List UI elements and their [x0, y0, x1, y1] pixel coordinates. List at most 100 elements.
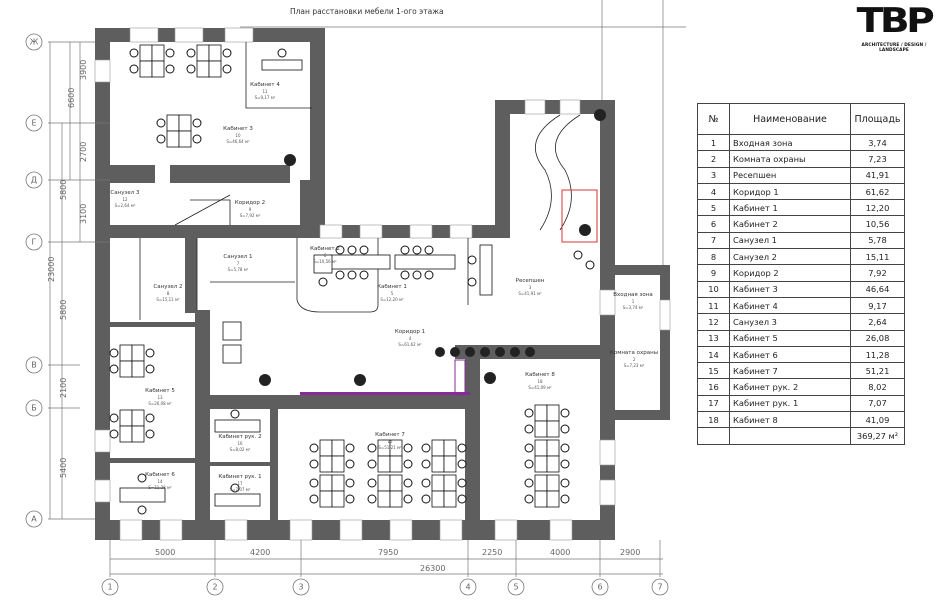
desk — [377, 455, 391, 473]
chair — [524, 443, 534, 453]
chair — [309, 494, 319, 504]
row-name: Санузел 2 — [729, 248, 851, 266]
plant-icon — [284, 154, 296, 166]
desk — [534, 455, 548, 473]
row-number: 12 — [697, 313, 730, 331]
room-name: Кабинет 6 — [145, 472, 175, 478]
window — [494, 519, 518, 541]
room-label: Санузел 17S=5,78 м² — [223, 254, 252, 272]
desk — [534, 420, 548, 438]
chair — [230, 483, 240, 493]
empty-cell — [729, 427, 851, 445]
window — [319, 224, 343, 239]
left-dimension-labels: 3900 6600 2700 5800 3100 23000 5800 2100… — [47, 60, 88, 478]
desk — [131, 360, 145, 378]
dim-label: 2700 — [79, 142, 88, 162]
chair — [524, 494, 534, 504]
desk — [119, 409, 133, 427]
chair — [192, 134, 202, 144]
chair — [109, 348, 119, 358]
desk — [131, 344, 145, 362]
plant-icon — [579, 224, 591, 236]
chair — [345, 494, 355, 504]
desk — [389, 474, 403, 492]
axis-label: 4 — [465, 583, 470, 592]
chair — [129, 64, 139, 74]
desk — [389, 455, 403, 473]
chair — [421, 494, 431, 504]
room-label: Коридор 29S=7,92 м² — [235, 200, 265, 218]
desk — [534, 490, 548, 508]
left-dimensions — [48, 41, 110, 520]
chair — [585, 260, 595, 270]
row-number: 17 — [697, 394, 730, 413]
axis-bubble — [25, 233, 43, 251]
chair — [367, 494, 377, 504]
col-header-area: Площадь — [850, 103, 905, 135]
plant-icon — [594, 109, 606, 121]
row-area: 7,92 — [850, 264, 905, 282]
desk — [319, 439, 333, 457]
chair — [165, 48, 175, 58]
room-number: 2 — [633, 357, 636, 362]
desk — [208, 44, 222, 62]
room-number: 17 — [237, 481, 243, 486]
desk — [313, 254, 333, 274]
logo-tagline: ARCHITECTURE / DESIGN / LANDSCAPE — [861, 43, 927, 53]
axis-bubble — [651, 578, 669, 596]
chair — [277, 48, 287, 58]
room-name: Кабинет 4 — [250, 82, 280, 88]
plant-icon — [354, 374, 366, 386]
row-name: Кабинет 6 — [729, 345, 851, 364]
desk — [534, 404, 548, 422]
chair — [145, 429, 155, 439]
desk — [431, 439, 445, 457]
axis-bubble — [101, 578, 119, 596]
axis-bubble — [25, 510, 43, 528]
desk — [222, 321, 242, 341]
desk — [319, 474, 333, 492]
partition-marker — [300, 392, 470, 395]
desk — [546, 420, 560, 438]
room-name: Коридор 1 — [395, 329, 425, 335]
axis-bubble — [25, 399, 43, 417]
room-number: 3 — [529, 285, 532, 290]
row-number: 8 — [697, 248, 730, 266]
dim-label: 3100 — [79, 204, 88, 224]
row-area: 46,64 — [850, 280, 905, 298]
axis-label: 7 — [657, 583, 662, 592]
desk — [178, 130, 192, 148]
chair — [145, 348, 155, 358]
window — [159, 519, 183, 541]
room-area: S=5,78 м² — [228, 267, 249, 272]
window — [389, 519, 413, 541]
room-name: Кабинет рук. 2 — [218, 434, 261, 440]
desk — [443, 474, 457, 492]
window — [549, 519, 573, 541]
axis-label: Ж — [30, 38, 39, 47]
room-number: 8 — [167, 291, 170, 296]
axis-bubble — [292, 578, 310, 596]
desk — [546, 404, 560, 422]
chair — [560, 408, 570, 418]
axis-label: 2 — [212, 583, 217, 592]
desk — [331, 474, 345, 492]
chair — [457, 478, 467, 488]
row-name: Санузел 1 — [729, 231, 851, 250]
desk — [389, 490, 403, 508]
chair — [367, 459, 377, 469]
chair — [421, 443, 431, 453]
chair — [524, 459, 534, 469]
